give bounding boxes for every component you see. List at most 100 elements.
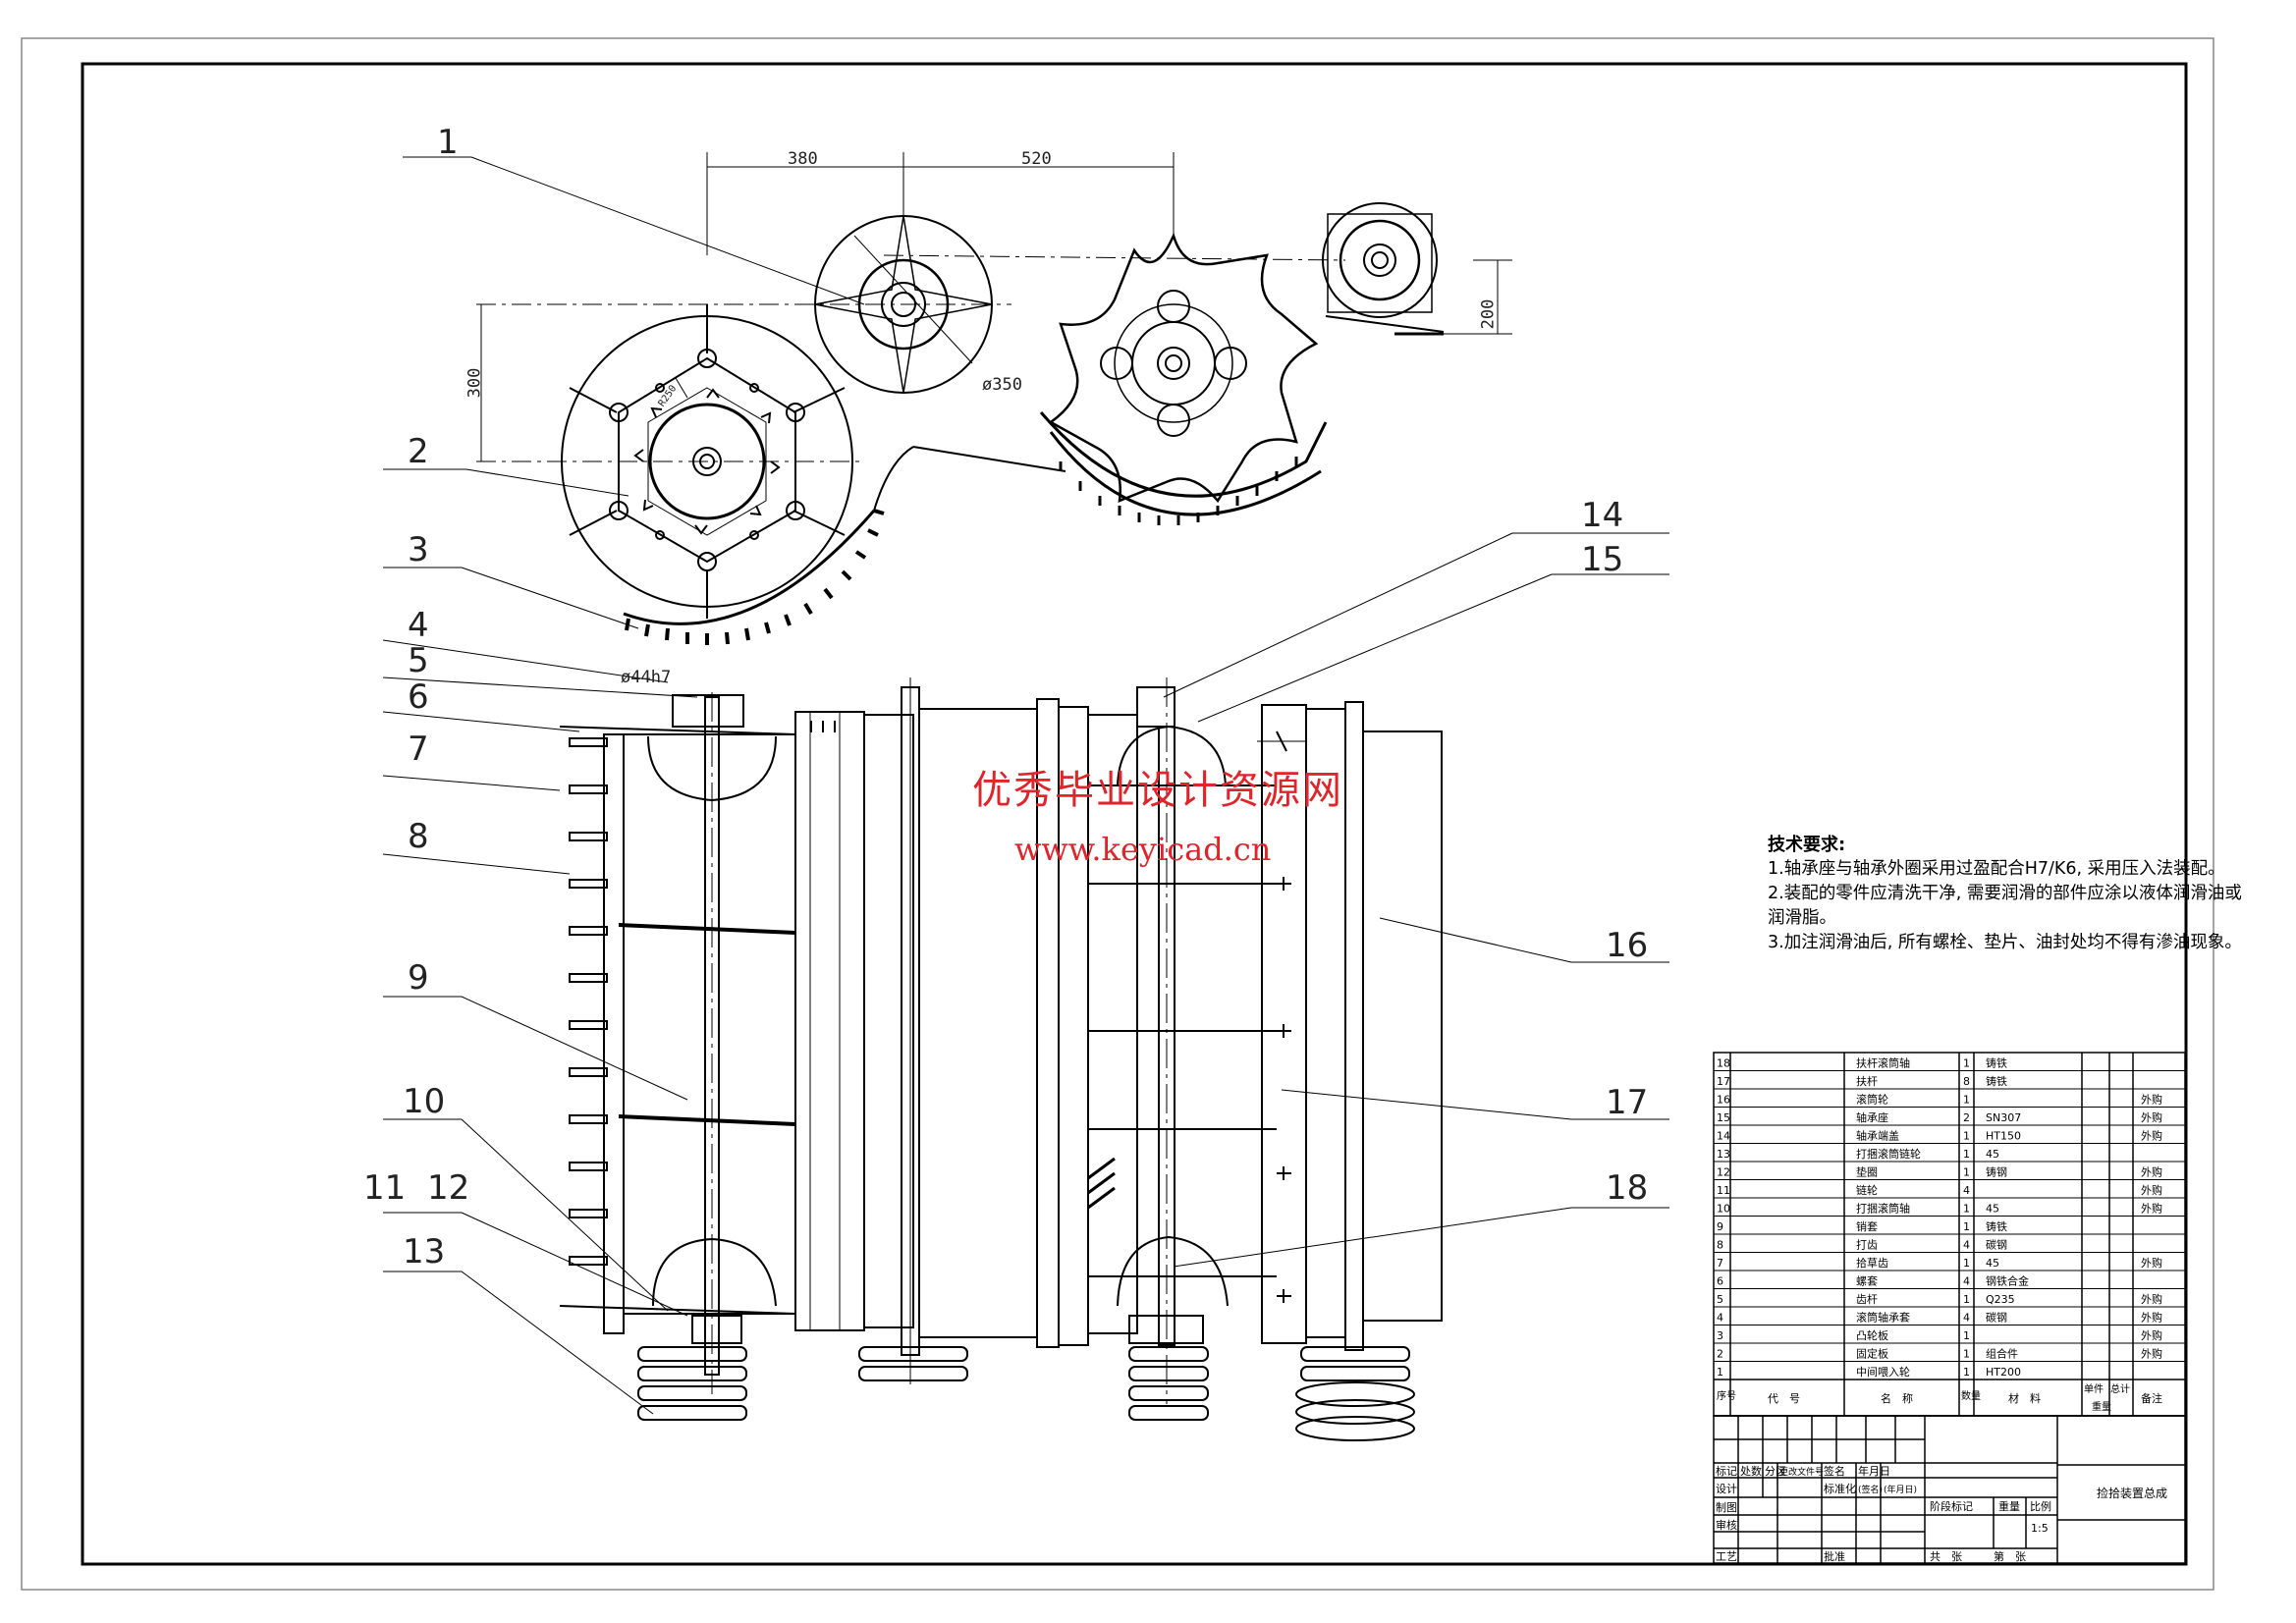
bom-cell-no: 3 — [1717, 1329, 1723, 1342]
bom-cell-note: 外购 — [2141, 1347, 2162, 1361]
bom-cell-no: 10 — [1717, 1203, 1730, 1216]
bom-cell-qty: 1 — [1963, 1203, 1970, 1216]
title-block-date-label: (年月日) — [1884, 1484, 1917, 1495]
callout-7: 7 — [408, 730, 429, 769]
title-block: 标记 处数 分区 更改文件号 签名 年月日 设计 制图 审核 工艺 标准化 (签… — [1716, 1464, 2167, 1563]
bom-cell-no: 18 — [1717, 1057, 1730, 1070]
bom-cell-qty: 1 — [1963, 1148, 1970, 1161]
tech-item-3: 3.加注润滑油后, 所有螺栓、垫片、油封处均不得有滲油现象。 — [1768, 933, 2242, 952]
bom-header-name: 名 称 — [1881, 1391, 1913, 1405]
callout-leaders — [382, 156, 1669, 1415]
compression-roller-top-view — [1322, 202, 1445, 336]
callout-17: 17 — [1606, 1083, 1649, 1122]
bom-cell-name: 销套 — [1856, 1219, 1878, 1233]
bom-cell-name: 打捆滚筒链轮 — [1856, 1147, 1921, 1161]
bom-cell-material: 组合件 — [1986, 1347, 2018, 1361]
bom-cell-name: 凸轮板 — [1856, 1328, 1888, 1342]
bom-cell-no: 8 — [1717, 1239, 1723, 1252]
bom-cell-no: 15 — [1717, 1111, 1730, 1124]
bom-cell-name: 滚筒轴承套 — [1856, 1311, 1910, 1325]
bom-cell-name: 齿杆 — [1856, 1292, 1878, 1306]
bom-cell-no: 13 — [1717, 1148, 1730, 1161]
title-block-date: 年月日 — [1858, 1464, 1890, 1478]
bom-cell-note: 外购 — [2141, 1165, 2162, 1179]
bom-cell-qty: 8 — [1963, 1075, 1970, 1088]
bom-cell-qty: 1 — [1963, 1329, 1970, 1342]
callout-5: 5 — [408, 641, 429, 680]
bom-cell-name: 垫圈 — [1856, 1165, 1878, 1179]
bom-cell-material: Q235 — [1986, 1293, 2015, 1306]
bom-cell-no: 9 — [1717, 1220, 1723, 1233]
bom-header: 序号 代 号 名 称 数量 材 料 单件 总计 重量 备注 — [1717, 1382, 2162, 1413]
title-block-sheet-no: 第 张 — [1994, 1549, 2026, 1563]
bom-cell-note: 外购 — [2141, 1292, 2162, 1306]
bom-cell-note: 外购 — [2141, 1129, 2162, 1143]
bom-cell-no: 7 — [1717, 1257, 1723, 1270]
title-block-weight-label: 重量 — [1998, 1499, 2020, 1513]
bom-header-qty: 数量 — [1961, 1389, 1981, 1402]
bom-cell-qty: 1 — [1963, 1057, 1970, 1070]
title-block-process: 工艺 — [1716, 1550, 1737, 1563]
bom-cell-name: 打捆滚筒轴 — [1856, 1202, 1910, 1216]
bom-cell-material: HT200 — [1986, 1366, 2021, 1379]
bom-header-material: 材 料 — [2008, 1391, 2041, 1405]
bom-cell-qty: 2 — [1963, 1111, 1970, 1124]
title-block-sheet-total: 共 张 — [1930, 1550, 1962, 1563]
dimension-lines — [476, 152, 1512, 462]
bom-cell-name: 扶杆 — [1856, 1074, 1878, 1088]
bom-header-code: 代 号 — [1768, 1392, 1800, 1405]
title-block-scale: 1:5 — [2031, 1522, 2049, 1535]
title-block-sign-label: (签名) — [1858, 1484, 1883, 1495]
bom-cell-no: 16 — [1717, 1094, 1730, 1107]
dimension-phi44: ø44h7 — [621, 668, 672, 687]
bom-header-note: 备注 — [2141, 1391, 2162, 1405]
bom-cell-qty: 4 — [1963, 1184, 1970, 1197]
bom-cell-qty: 1 — [1963, 1166, 1970, 1179]
bom-cell-qty: 1 — [1963, 1130, 1970, 1143]
bom-cell-material: 钢铁合金 — [1986, 1274, 2029, 1288]
callout-12: 12 — [427, 1168, 470, 1208]
bom-header-weight: 重量 — [2092, 1400, 2111, 1413]
callout-4: 4 — [408, 606, 429, 645]
dimension-phi350: ø350 — [982, 375, 1022, 395]
watermark-site-name: 优秀毕业设计资源网 — [972, 768, 1343, 813]
title-block-stage: 阶段标记 — [1930, 1499, 1973, 1513]
bom-cell-name: 中间喂入轮 — [1856, 1365, 1910, 1379]
title-block-reviewer: 审核 — [1716, 1518, 1737, 1532]
title-block-draftsman: 制图 — [1716, 1501, 1737, 1514]
title-block-designer: 设计 — [1716, 1483, 1737, 1495]
bom-cell-note: 外购 — [2141, 1093, 2162, 1107]
bom-cell-qty: 4 — [1963, 1312, 1970, 1325]
callout-14: 14 — [1581, 496, 1624, 535]
bom-cell-material: 碳钢 — [1986, 1311, 2007, 1325]
bom-cell-name: 滚筒轮 — [1856, 1093, 1888, 1107]
bom-cell-name: 拾草齿 — [1856, 1256, 1888, 1270]
title-block-scale-label: 比例 — [2030, 1499, 2051, 1513]
pickup-assembly-section — [559, 692, 914, 1421]
bom-cell-qty: 1 — [1963, 1220, 1970, 1233]
star-wheel-top-view — [873, 232, 1328, 525]
bom-cell-note: 外购 — [2141, 1202, 2162, 1216]
bom-cell-qty: 1 — [1963, 1366, 1970, 1379]
bom-cell-no: 17 — [1717, 1075, 1730, 1088]
bom-cell-no: 12 — [1717, 1166, 1730, 1179]
title-block-count: 处数 — [1740, 1465, 1762, 1478]
central-roller-section — [1117, 677, 1229, 1421]
bom-cell-no: 6 — [1717, 1275, 1723, 1288]
bom-cell-name: 扶杆滚筒轴 — [1856, 1056, 1910, 1070]
tech-item-2: 2.装配的零件应清洗干净, 需要润滑的部件应涂以液体润滑油或 — [1768, 884, 2242, 903]
callout-13: 13 — [403, 1232, 446, 1271]
bom-cell-no: 4 — [1717, 1312, 1723, 1325]
bom-cell-name: 固定板 — [1856, 1347, 1888, 1361]
callout-15: 15 — [1581, 540, 1624, 579]
drawing-title: 捡拾装置总成 — [2097, 1486, 2167, 1500]
bom-cell-name: 链轮 — [1856, 1183, 1878, 1197]
dimension-300: 300 — [465, 367, 485, 399]
bom-cell-material: HT150 — [1986, 1130, 2021, 1143]
bom-table-grid — [1713, 1052, 2186, 1564]
bom-cell-name: 轴承端盖 — [1856, 1129, 1899, 1143]
bom-cell-note: 外购 — [2141, 1311, 2162, 1325]
bom-cell-qty: 1 — [1963, 1348, 1970, 1361]
callout-18: 18 — [1606, 1168, 1649, 1208]
drawing-border — [81, 62, 2188, 1566]
